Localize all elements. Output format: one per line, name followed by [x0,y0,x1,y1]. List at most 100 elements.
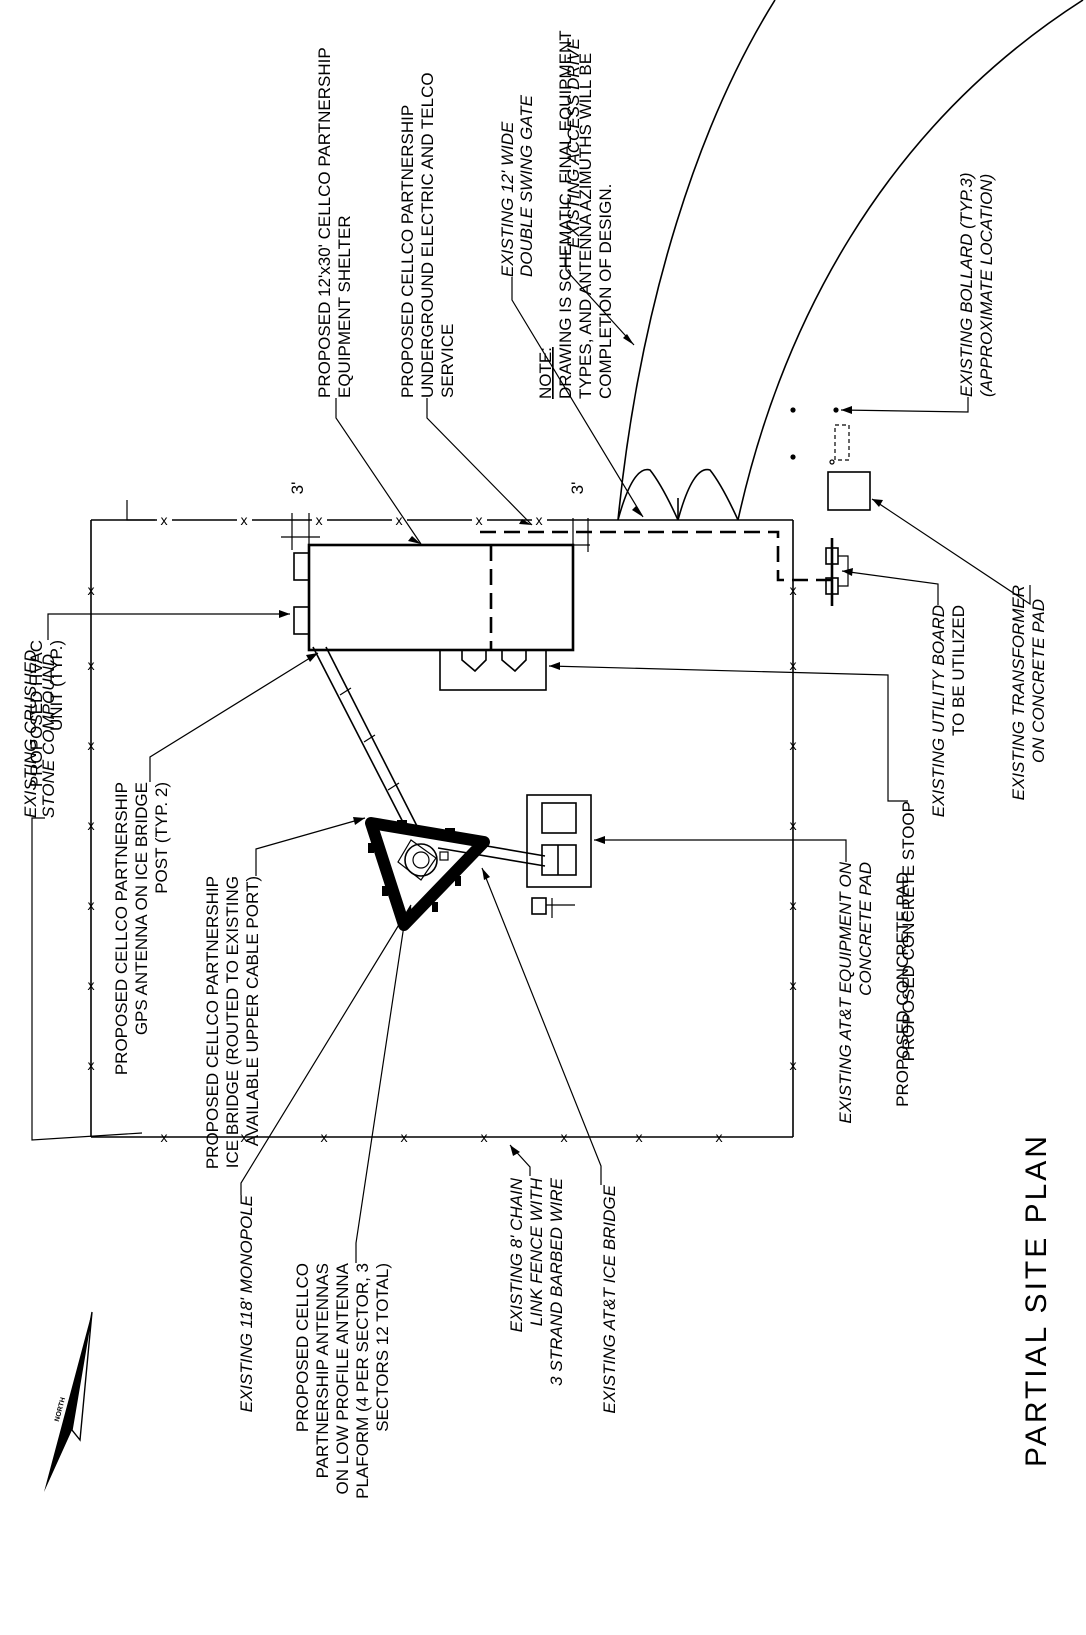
svg-text:TO BE UTILIZED: TO BE UTILIZED [949,605,968,736]
label-chain-link-fence: EXISTING 8' CHAIN LINK FENCE WITH 3 STRA… [507,1177,566,1386]
svg-text:EQUIPMENT SHELTER: EQUIPMENT SHELTER [335,215,354,398]
label-gps-antenna: PROPOSED CELLCO PARTNERSHIP GPS ANTENNA … [112,782,171,1075]
label-bollard: EXISTING BOLLARD (TYP.3) (APPROXIMATE LO… [957,172,996,397]
svg-text:3': 3' [568,482,587,495]
leader-arrowheads [279,334,883,1156]
svg-text:ON LOW PROFILE ANTENNA: ON LOW PROFILE ANTENNA [333,1262,352,1494]
svg-text:LINK FENCE WITH: LINK FENCE WITH [527,1177,546,1326]
label-shelter: PROPOSED 12'x30' CELLCO PARTNERSHIP EQUI… [315,47,354,398]
svg-text:x: x [87,659,95,674]
svg-text:POST (TYP. 2): POST (TYP. 2) [152,782,171,894]
svg-text:x: x [87,739,95,754]
svg-text:ON CONCRETE PAD: ON CONCRETE PAD [1029,599,1048,763]
svg-text:x: x [789,979,797,994]
label-swing-gate: EXISTING 12' WIDE DOUBLE SWING GATE [498,94,536,277]
svg-text:NOTE:: NOTE: [536,347,555,399]
dimension-bottom: 3' [567,482,590,552]
label-monopole: EXISTING 118' MONOPOLE [237,1194,256,1412]
svg-text:EXISTING 8' CHAIN: EXISTING 8' CHAIN [507,1177,526,1332]
svg-text:SERVICE: SERVICE [438,324,457,398]
svg-text:x: x [789,584,797,599]
transformer-dashed [829,424,850,465]
label-utility-board: EXISTING UTILITY BOARD TO BE UTILIZED [929,605,968,817]
svg-text:EXISTING AT&T EQUIPMENT ON: EXISTING AT&T EQUIPMENT ON [836,861,855,1123]
svg-text:x: x [789,739,797,754]
svg-text:3': 3' [288,482,307,495]
svg-text:GPS ANTENNA ON ICE BRIDGE: GPS ANTENNA ON ICE BRIDGE [132,782,151,1035]
svg-text:x: x [87,899,95,914]
svg-text:STONE COMPOUND: STONE COMPOUND [39,654,58,818]
access-drive [617,0,1084,521]
svg-text:x: x [160,1131,168,1146]
svg-text:x: x [789,1059,797,1074]
svg-text:x: x [87,819,95,834]
svg-text:x: x [395,514,403,529]
concrete-stoop [439,649,547,691]
drawing-title: PARTIAL SITE PLAN [1020,1133,1053,1467]
svg-text:PROPOSED HVAC: PROPOSED HVAC [27,640,46,787]
fence-x-markers: x x x x x x x x x x x x x x x x x x x x … [87,514,797,1146]
underground-service-line [480,530,832,582]
dimension-top: 3' [281,482,320,550]
svg-text:TYPES, AND ANTENNA AZIMUTHS WI: TYPES, AND ANTENNA AZIMUTHS WILL BE [576,53,595,399]
svg-text:x: x [789,819,797,834]
svg-text:EXISTING CRUSHED: EXISTING CRUSHED [21,650,40,818]
label-access-drive: EXISTING ACCESS DRIVE [564,37,583,248]
chain-link-fence: x x x x x x x x x x x x x x x x x x x x … [87,514,797,1146]
svg-text:SECTORS 12 TOTAL): SECTORS 12 TOTAL) [373,1263,392,1432]
svg-text:EXISTING UTILITY BOARD: EXISTING UTILITY BOARD [929,605,948,817]
label-transformer: EXISTING TRANSFORMER ON CONCRETE PAD [1009,585,1048,800]
svg-text:PROPOSED CONCRETE STOOP: PROPOSED CONCRETE STOOP [899,801,918,1061]
svg-text:PARTNERSHIP ANTENNAS: PARTNERSHIP ANTENNAS [313,1263,332,1478]
svg-text:EXISTING 12' WIDE: EXISTING 12' WIDE [498,121,517,277]
svg-text:x: x [315,514,323,529]
svg-text:CONCRETE PAD: CONCRETE PAD [856,862,875,996]
svg-text:x: x [240,514,248,529]
access-drive-edge-west [617,0,776,521]
svg-text:ICE BRIDGE (ROUTED TO EXISTING: ICE BRIDGE (ROUTED TO EXISTING [223,876,242,1168]
svg-text:x: x [87,1059,95,1074]
antenna-platform [365,817,490,931]
label-antennas: PROPOSED CELLCO PARTNERSHIP ANTENNAS ON … [293,1262,392,1499]
svg-text:UNDERGROUND ELECTRIC AND TELCO: UNDERGROUND ELECTRIC AND TELCO [418,72,437,398]
att-equipment-pad [526,794,592,918]
svg-text:PROPOSED CELLCO PARTNERSHIP: PROPOSED CELLCO PARTNERSHIP [203,876,222,1169]
svg-text:x: x [87,584,95,599]
svg-text:x: x [160,514,168,529]
svg-text:x: x [535,514,543,529]
double-swing-gate [617,468,739,521]
svg-text:EXISTING 118' MONOPOLE: EXISTING 118' MONOPOLE [237,1194,256,1412]
bollard [790,407,796,413]
svg-text:PROPOSED CELLCO PARTNERSHIP: PROPOSED CELLCO PARTNERSHIP [398,105,417,398]
svg-text:EXISTING AT&T ICE BRIDGE: EXISTING AT&T ICE BRIDGE [600,1184,619,1413]
svg-text:x: x [789,659,797,674]
transformer-pad [827,471,871,511]
label-att-equipment: EXISTING AT&T EQUIPMENT ON CONCRETE PAD [836,861,875,1123]
label-att-ice-bridge: EXISTING AT&T ICE BRIDGE [600,1184,619,1413]
svg-text:PROPOSED CELLCO PARTNERSHIP: PROPOSED CELLCO PARTNERSHIP [112,782,131,1075]
access-drive-edge-east [737,0,1084,521]
svg-text:DRAWING IS SCHEMATIC. FINAL EQ: DRAWING IS SCHEMATIC. FINAL EQUIPMENT [556,30,575,399]
svg-text:PROPOSED CELLCO: PROPOSED CELLCO [293,1263,312,1432]
svg-text:EXISTING ACCESS DRIVE: EXISTING ACCESS DRIVE [564,37,583,248]
svg-text:EXISTING TRANSFORMER: EXISTING TRANSFORMER [1009,585,1028,800]
svg-text:x: x [320,1131,328,1146]
svg-text:x: x [715,1131,723,1146]
label-crushed-stone: EXISTING CRUSHED STONE COMPOUND [21,650,58,818]
svg-text:x: x [240,1131,248,1146]
svg-text:x: x [87,979,95,994]
svg-text:DOUBLE SWING GATE: DOUBLE SWING GATE [517,94,536,277]
label-underground-service: PROPOSED CELLCO PARTNERSHIP UNDERGROUND … [398,72,457,398]
svg-text:x: x [475,514,483,529]
svg-text:(APPROXIMATE LOCATION): (APPROXIMATE LOCATION) [977,174,996,397]
label-hvac: PROPOSED HVAC UNIT (TYP.) [27,640,66,787]
svg-text:PLAFORM (4 PER SECTOR, 3: PLAFORM (4 PER SECTOR, 3 [353,1263,372,1499]
hvac-unit [293,552,310,581]
utility-board [825,538,849,606]
bollard [833,407,839,413]
svg-text:x: x [480,1131,488,1146]
svg-text:x: x [560,1131,568,1146]
leader-lines [31,250,1031,1263]
